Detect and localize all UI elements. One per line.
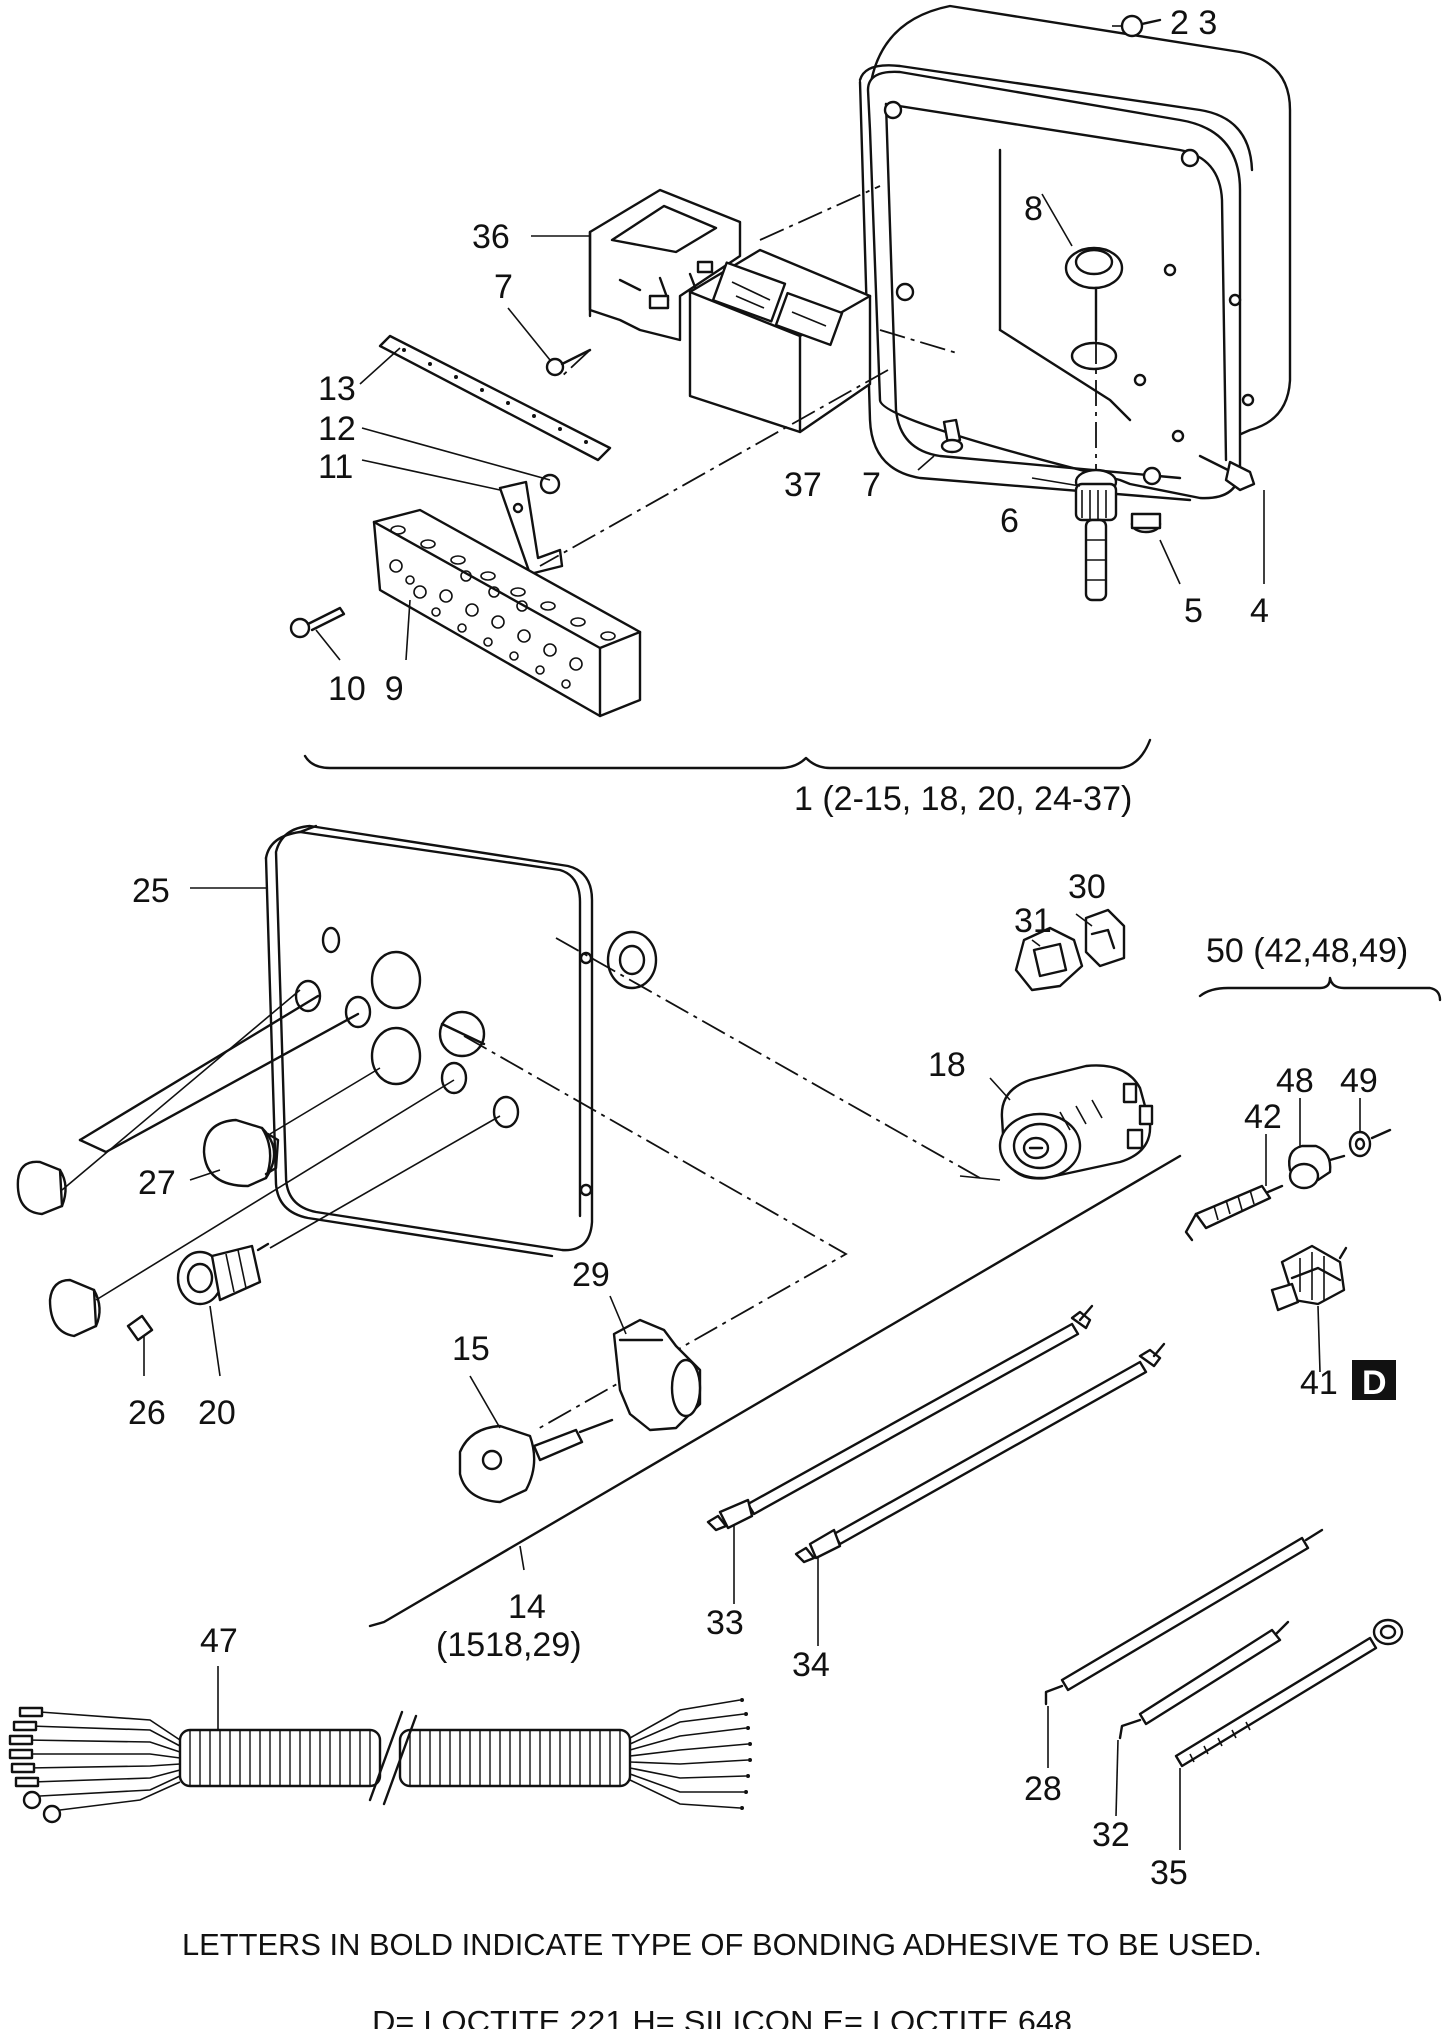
footer-line-2: D= LOCTITE 221 H= SILICON E= LOCTITE 648 bbox=[372, 2004, 1072, 2029]
callout-15: 15 bbox=[452, 1330, 490, 1368]
relay-module bbox=[688, 248, 872, 434]
key-15 bbox=[458, 1418, 614, 1504]
nut-5 bbox=[1130, 512, 1162, 534]
callout-42: 42 bbox=[1244, 1098, 1282, 1136]
callout-34: 34 bbox=[792, 1646, 830, 1684]
indicator-lamp-20 bbox=[176, 1242, 270, 1306]
callout-25: 25 bbox=[132, 872, 170, 910]
adhesive-badge-letter: D bbox=[1362, 1364, 1387, 1402]
callout-1: 1 (2-15, 18, 20, 24-37) bbox=[794, 780, 1132, 818]
bulb-26 bbox=[126, 1314, 154, 1342]
connector-30 bbox=[1084, 908, 1126, 968]
callout-37: 37 bbox=[784, 466, 822, 504]
wiring-harness-47 bbox=[8, 1666, 752, 1824]
callout-35: 35 bbox=[1150, 1854, 1188, 1892]
callout-36: 36 bbox=[472, 218, 510, 256]
cap-plug-left bbox=[16, 1160, 67, 1216]
knob-31 bbox=[1014, 926, 1084, 992]
callout-29: 29 bbox=[572, 1256, 610, 1294]
callout-2-3: 2 3 bbox=[1170, 4, 1217, 42]
callout-50: 50 (42,48,49) bbox=[1206, 932, 1408, 970]
callout-31: 31 bbox=[1014, 902, 1052, 940]
callout-49: 49 bbox=[1340, 1062, 1378, 1100]
front-panel bbox=[264, 824, 594, 1258]
brace-item-50 bbox=[1198, 976, 1442, 1002]
leader-lines-top bbox=[315, 25, 1265, 661]
screw-4 bbox=[1198, 454, 1256, 492]
callout-48: 48 bbox=[1276, 1062, 1314, 1100]
assembly-lines-panel bbox=[61, 937, 1001, 1431]
terminal-strip bbox=[378, 334, 612, 462]
ignition-switch-18 bbox=[998, 1064, 1154, 1180]
screw-7b bbox=[940, 418, 964, 454]
adhesive-badge: D bbox=[1352, 1360, 1396, 1402]
leader-lines-28-35 bbox=[1047, 1706, 1181, 1850]
relay-bracket bbox=[588, 188, 742, 342]
footer-line-1: LETTERS IN BOLD INDICATE TYPE OF BONDING… bbox=[182, 1927, 1262, 1962]
switch-boot-29 bbox=[612, 1318, 702, 1432]
callout-32: 32 bbox=[1092, 1816, 1130, 1854]
brace-item-1 bbox=[303, 738, 1152, 770]
cap-27 bbox=[202, 1118, 280, 1188]
callout-14-items: (1518,29) bbox=[436, 1626, 582, 1664]
callout-11: 11 bbox=[318, 448, 353, 486]
callout-13: 13 bbox=[318, 370, 356, 408]
callout-4: 4 bbox=[1250, 592, 1269, 630]
callout-33: 33 bbox=[706, 1604, 744, 1642]
washer-49 bbox=[1348, 1128, 1392, 1158]
callout-6: 6 bbox=[1000, 502, 1019, 540]
callout-41: 41 bbox=[1300, 1364, 1338, 1402]
callout-14: 14 bbox=[508, 1588, 546, 1626]
wire-28 bbox=[1044, 1528, 1324, 1706]
callout-28: 28 bbox=[1024, 1770, 1062, 1808]
assembly-line-14 bbox=[368, 1154, 1182, 1628]
callout-20: 20 bbox=[198, 1394, 236, 1432]
callout-7b: 7 bbox=[862, 466, 881, 504]
callout-18: 18 bbox=[928, 1046, 966, 1084]
screw-10 bbox=[289, 606, 346, 639]
strap-35 bbox=[1174, 1618, 1404, 1768]
leader-lines-cables bbox=[733, 1524, 819, 1646]
callout-30: 30 bbox=[1068, 868, 1106, 906]
callout-labels: 2 3 36 7 8 13 12 11 37 7 6 5 4 10 9 1 (2… bbox=[128, 4, 1408, 1892]
sender-41 bbox=[1270, 1244, 1348, 1312]
grommet-6 bbox=[1074, 468, 1118, 602]
wire-32 bbox=[1118, 1620, 1290, 1740]
sender-48 bbox=[1288, 1144, 1346, 1190]
footer-notes: LETTERS IN BOLD INDICATE TYPE OF BONDING… bbox=[182, 1927, 1262, 2029]
callout-10-9: 10 9 bbox=[328, 670, 404, 708]
leader-lines-50 bbox=[1265, 1098, 1361, 1373]
callout-12: 12 bbox=[318, 410, 356, 448]
callout-8: 8 bbox=[1024, 190, 1043, 228]
panel-nut bbox=[606, 930, 658, 990]
enclosure-box bbox=[858, 4, 1292, 502]
cable-34 bbox=[794, 1342, 1166, 1564]
callout-47: 47 bbox=[200, 1622, 238, 1660]
leader-lines-middle bbox=[143, 887, 1011, 1429]
callout-5: 5 bbox=[1184, 592, 1203, 630]
cap-plug-lower bbox=[48, 1278, 101, 1338]
cable-33 bbox=[706, 1304, 1094, 1532]
leader-30-31 bbox=[1031, 913, 1093, 947]
callout-26: 26 bbox=[128, 1394, 166, 1432]
callout-27: 27 bbox=[138, 1164, 176, 1202]
callout-7a: 7 bbox=[494, 268, 513, 306]
terminal-block bbox=[372, 508, 642, 718]
sender-42 bbox=[1184, 1184, 1284, 1242]
assembly-lines-top bbox=[539, 185, 1097, 567]
screw-7a bbox=[545, 348, 592, 377]
